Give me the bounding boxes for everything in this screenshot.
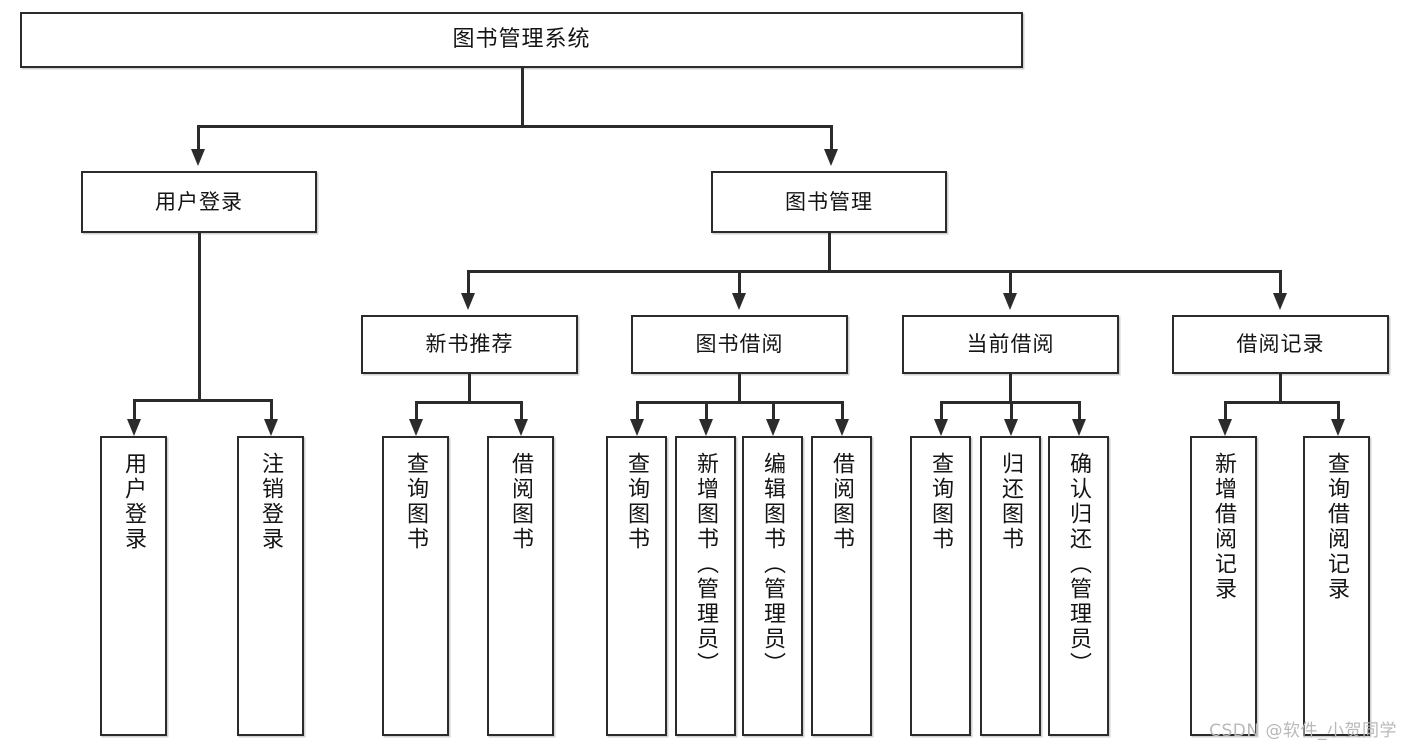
node-current-borrow[interactable]: 当前借阅 [902, 315, 1119, 374]
node-label: 图书管理系统 [452, 27, 591, 53]
connector-user-login-to-leaf-1 [133, 399, 136, 421]
node-root-system[interactable]: 图书管理系统 [20, 12, 1023, 68]
arrowhead-bb-to-leaf-2 [699, 419, 713, 436]
node-label: 借阅图书 [508, 452, 534, 552]
connector-current-borrow-stem [1009, 374, 1012, 402]
connector-root-bus [197, 125, 832, 128]
connector-root-to-user-login [197, 125, 200, 149]
connector-user-login-to-leaf-2 [270, 399, 273, 421]
leaf-borrow-book[interactable]: 借阅图书 [811, 436, 872, 736]
node-label: 确认归还（管理员） [1066, 452, 1092, 677]
node-label: 归还图书 [998, 452, 1024, 552]
node-borrow-record[interactable]: 借阅记录 [1172, 315, 1389, 374]
arrowhead-bm-to-current-borrow [1003, 293, 1017, 310]
connector-bb-to-leaf-4 [841, 401, 844, 421]
connector-nb-to-leaf-1 [415, 401, 418, 421]
connector-bm-to-current-borrow [1009, 270, 1012, 295]
node-label: 查询图书 [624, 452, 650, 552]
connector-user-login-stem [198, 233, 201, 400]
arrowhead-cb-to-leaf-3 [1072, 419, 1086, 436]
node-label: 借阅图书 [829, 452, 855, 552]
node-label: 图书管理 [785, 189, 873, 214]
arrowhead-root-to-user-login [191, 149, 205, 166]
leaf-add-book-admin[interactable]: 新增图书（管理员） [675, 436, 736, 736]
node-label: 新增借阅记录 [1211, 452, 1237, 602]
arrowhead-user-login-to-leaf-2 [264, 419, 278, 436]
node-book-management[interactable]: 图书管理 [711, 171, 947, 233]
node-label: 查询图书 [928, 452, 954, 552]
connector-bb-to-leaf-1 [636, 401, 639, 421]
connector-cb-to-leaf-2 [1010, 401, 1013, 421]
connector-bm-to-borrow-record [1279, 270, 1282, 295]
connector-bb-to-leaf-3 [772, 401, 775, 421]
connector-borrow-record-bus [1224, 401, 1339, 404]
leaf-query-book-borrow[interactable]: 查询图书 [606, 436, 667, 736]
arrowhead-bm-to-borrow-book [732, 293, 746, 310]
node-label: 图书借阅 [695, 332, 784, 357]
connector-user-login-bus [133, 399, 272, 402]
node-label: 当前借阅 [966, 332, 1055, 357]
connector-bm-to-borrow-book [738, 270, 741, 295]
node-label: 新增图书（管理员） [693, 452, 719, 677]
leaf-query-borrow-record[interactable]: 查询借阅记录 [1303, 436, 1370, 736]
connector-bb-to-leaf-2 [705, 401, 708, 421]
node-label: 编辑图书（管理员） [760, 452, 786, 677]
node-label: 用户登录 [121, 452, 147, 552]
leaf-edit-book-admin[interactable]: 编辑图书（管理员） [742, 436, 803, 736]
node-label: 注销登录 [258, 452, 284, 552]
leaf-add-borrow-record[interactable]: 新增借阅记录 [1190, 436, 1257, 736]
arrowhead-nb-to-leaf-1 [409, 419, 423, 436]
arrowhead-root-to-book-manage [824, 149, 838, 166]
arrowhead-bb-to-leaf-1 [630, 419, 644, 436]
connector-br-to-leaf-2 [1337, 401, 1340, 421]
leaf-confirm-return-admin[interactable]: 确认归还（管理员） [1048, 436, 1109, 736]
node-book-borrow[interactable]: 图书借阅 [631, 315, 848, 374]
csdn-watermark: CSDN @软件_小贺同学 [1209, 721, 1397, 741]
leaf-query-book-recommend[interactable]: 查询图书 [382, 436, 449, 736]
connector-borrow-record-stem [1279, 374, 1282, 402]
connector-book-management-stem [828, 233, 831, 271]
connector-new-book-stem [468, 374, 471, 402]
connector-cb-to-leaf-1 [940, 401, 943, 421]
node-label: 查询借阅记录 [1324, 452, 1350, 602]
connector-root-to-book-manage [830, 125, 833, 149]
connector-book-management-bus [467, 270, 1279, 273]
arrowhead-cb-to-leaf-2 [1004, 419, 1018, 436]
connector-new-book-bus [415, 401, 522, 404]
leaf-query-book-current[interactable]: 查询图书 [910, 436, 971, 736]
node-label: 查询图书 [403, 452, 429, 552]
leaf-logout[interactable]: 注销登录 [237, 436, 304, 736]
arrowhead-bm-to-borrow-record [1273, 293, 1287, 310]
arrowhead-bb-to-leaf-3 [766, 419, 780, 436]
leaf-return-book[interactable]: 归还图书 [980, 436, 1041, 736]
connector-br-to-leaf-1 [1224, 401, 1227, 421]
arrowhead-user-login-to-leaf-1 [127, 419, 141, 436]
arrowhead-nb-to-leaf-2 [514, 419, 528, 436]
arrowhead-br-to-leaf-2 [1331, 419, 1345, 436]
node-label: 新书推荐 [425, 332, 514, 357]
connector-book-borrow-stem [738, 374, 741, 402]
connector-cb-to-leaf-3 [1078, 401, 1081, 421]
node-new-book-recommend[interactable]: 新书推荐 [361, 315, 578, 374]
arrowhead-bb-to-leaf-4 [835, 419, 849, 436]
arrowhead-cb-to-leaf-1 [934, 419, 948, 436]
connector-bm-to-new-book [467, 270, 470, 295]
leaf-user-login[interactable]: 用户登录 [100, 436, 167, 736]
leaf-borrow-book-recommend[interactable]: 借阅图书 [487, 436, 554, 736]
node-user-login[interactable]: 用户登录 [81, 171, 317, 233]
connector-book-borrow-bus [636, 401, 843, 404]
arrowhead-br-to-leaf-1 [1218, 419, 1232, 436]
arrowhead-bm-to-new-book [461, 293, 475, 310]
node-label: 借阅记录 [1236, 332, 1325, 357]
node-label: 用户登录 [155, 189, 243, 214]
connector-nb-to-leaf-2 [520, 401, 523, 421]
connector-root-stem [521, 68, 524, 126]
